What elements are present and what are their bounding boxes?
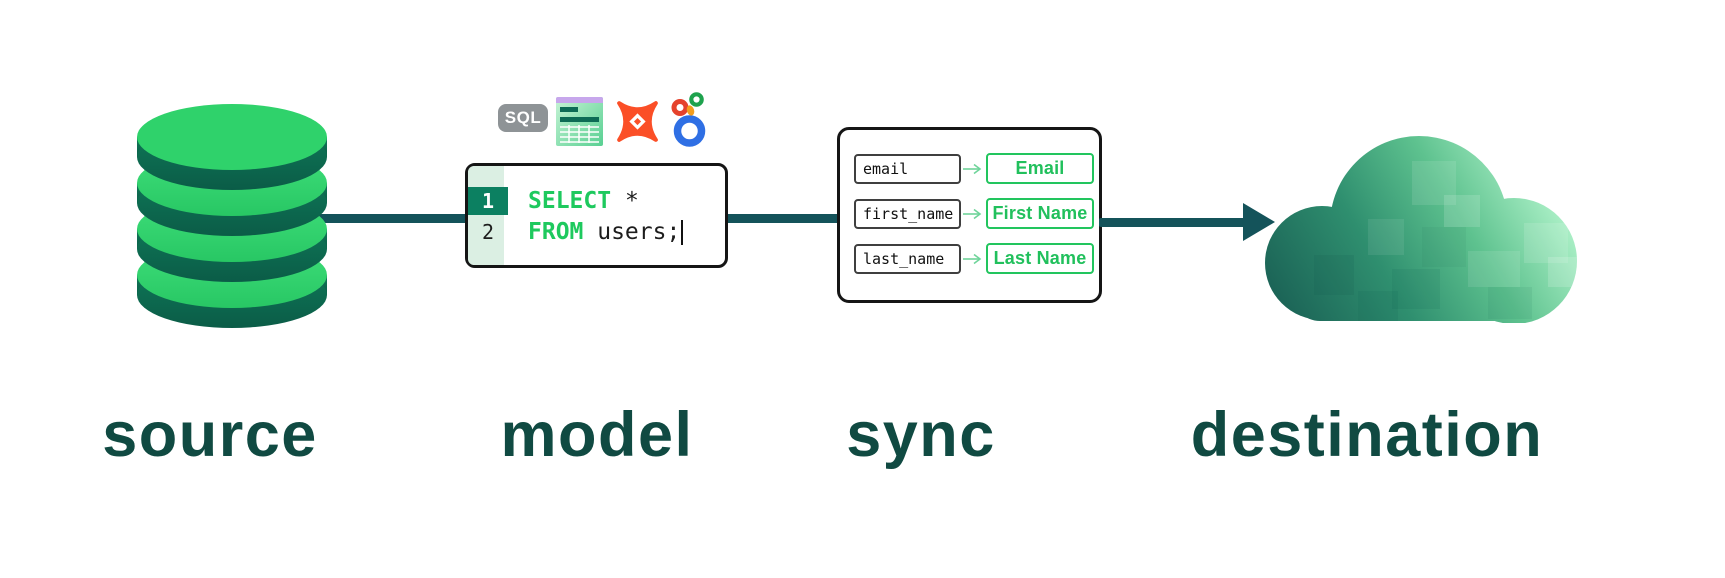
cloud-icon (1265, 136, 1577, 323)
code-line-1: 1 SELECT * (468, 187, 639, 215)
flow-line-sync-to-destination (1099, 218, 1247, 227)
database-icon (137, 104, 327, 328)
sql-keyword: FROM (528, 219, 584, 245)
stage-label-sync: sync (846, 400, 996, 470)
source-field: last_name (854, 243, 961, 274)
sql-rest: * (611, 188, 639, 214)
dbt-icon (617, 101, 658, 142)
stage-label-destination: destination (1190, 400, 1544, 470)
source-field: email (854, 153, 961, 184)
sql-badge: SQL (498, 104, 548, 132)
mapping-arrow-icon (963, 163, 982, 174)
stage-label-model: model (500, 400, 694, 470)
code-text: FROM users; (528, 219, 684, 245)
sql-badge-label: SQL (504, 108, 542, 127)
flow-arrowhead-icon (1243, 203, 1275, 241)
mapping-row: email Email (854, 153, 1094, 184)
sql-rest: users; (583, 219, 681, 245)
line-number: 2 (481, 220, 495, 244)
spreadsheet-icon (556, 97, 603, 146)
text-cursor (681, 219, 684, 245)
sql-code-block: 1 SELECT * 2 FROM users; (465, 163, 728, 268)
looker-icon (671, 92, 706, 147)
code-text: SELECT * (528, 188, 639, 214)
mapping-arrow-icon (963, 208, 982, 219)
destination-field: Email (986, 153, 1094, 184)
code-line-2: 2 FROM users; (468, 218, 684, 246)
mapping-row: first_name First Name (854, 198, 1094, 229)
line-number: 1 (468, 187, 508, 215)
destination-field: Last Name (986, 243, 1094, 274)
code-gutter (468, 166, 504, 265)
source-field: first_name (854, 198, 961, 229)
stage-label-source: source (102, 400, 318, 470)
mapping-row: last_name Last Name (854, 243, 1094, 274)
field-mapping-box: email Email first_name First Name last_n… (837, 127, 1102, 303)
sql-keyword: SELECT (528, 188, 612, 214)
mapping-arrow-icon (963, 253, 982, 264)
destination-field: First Name (986, 198, 1094, 229)
